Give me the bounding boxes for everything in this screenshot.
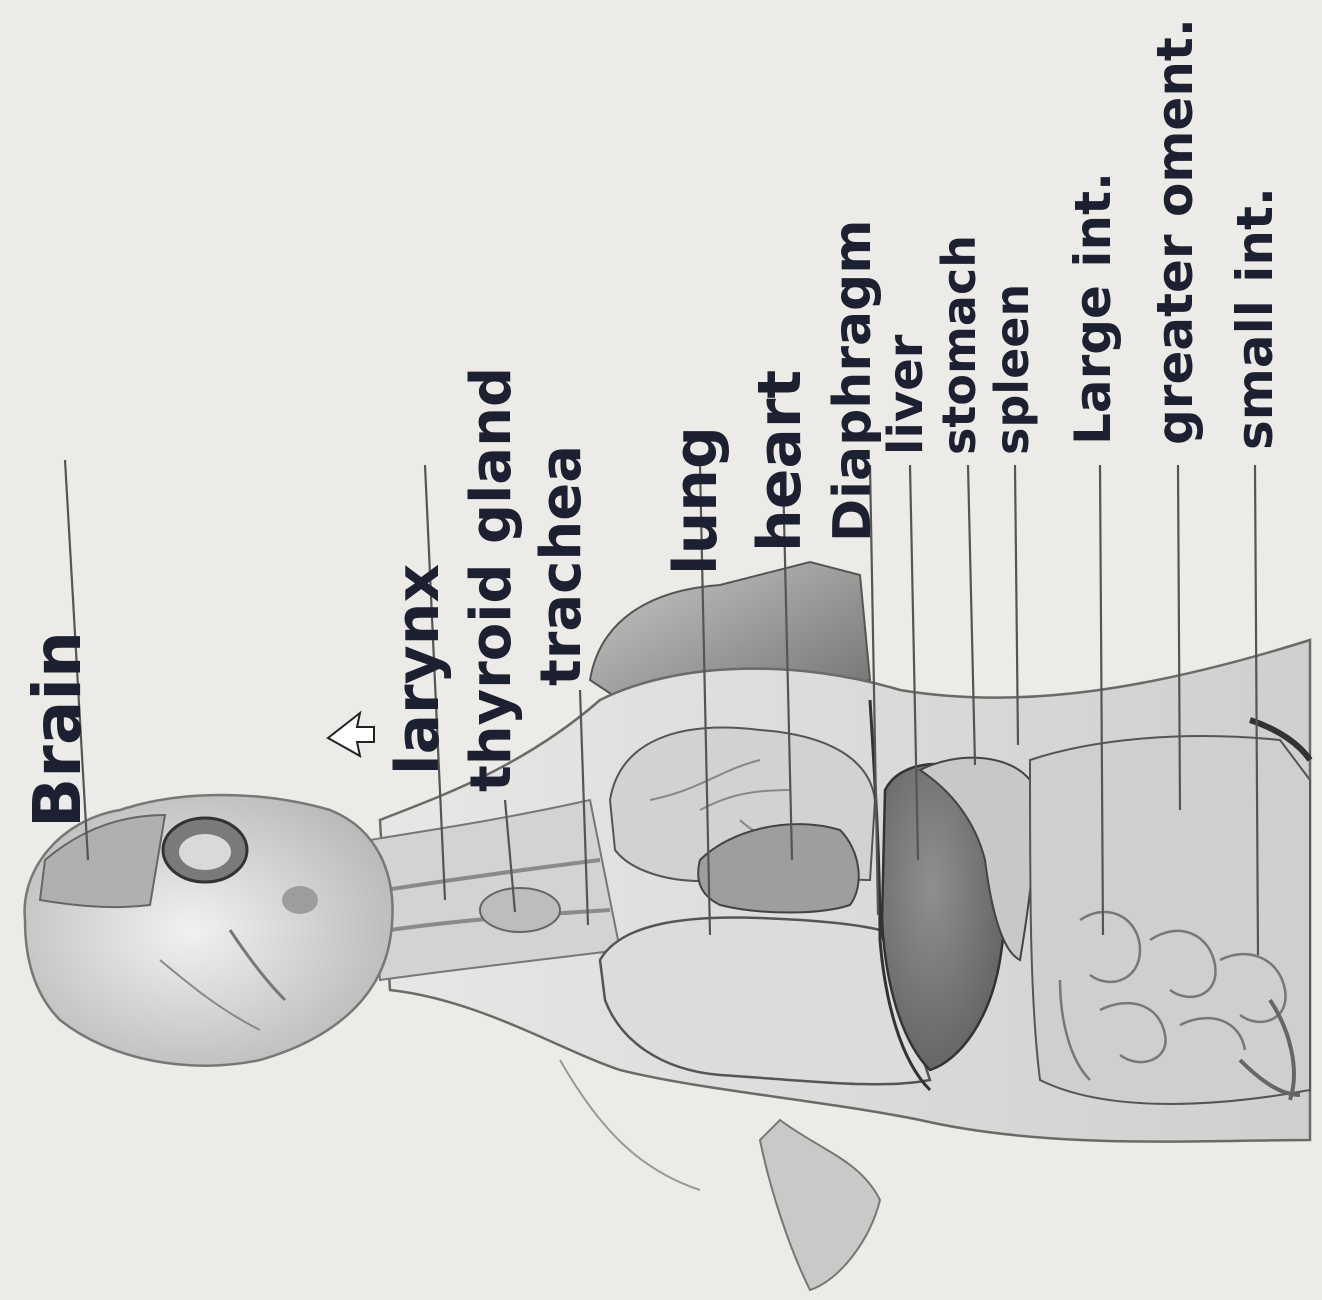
thyroid-illustration — [480, 888, 560, 932]
label-larynx: larynx — [383, 564, 453, 775]
label-greater-oment: greater oment. — [1146, 18, 1204, 445]
label-lung: lung — [661, 426, 731, 575]
label-liver: liver — [878, 334, 934, 455]
label-small-int: small int. — [1226, 187, 1284, 450]
label-brain: Brain — [19, 631, 96, 828]
label-trachea: trachea — [529, 445, 594, 686]
label-diaphragm: Diaphragm — [823, 220, 883, 542]
label-stomach: stomach — [932, 235, 986, 455]
label-spleen: spleen — [985, 284, 1039, 455]
label-large-int: Large int. — [1064, 172, 1122, 445]
lower-arm — [760, 1120, 880, 1290]
label-thyroid-gland: thyroid gland — [459, 367, 524, 792]
label-heart: heart — [745, 370, 815, 552]
body-illustration — [25, 562, 1310, 1290]
cursor-arrow-icon — [328, 713, 374, 756]
